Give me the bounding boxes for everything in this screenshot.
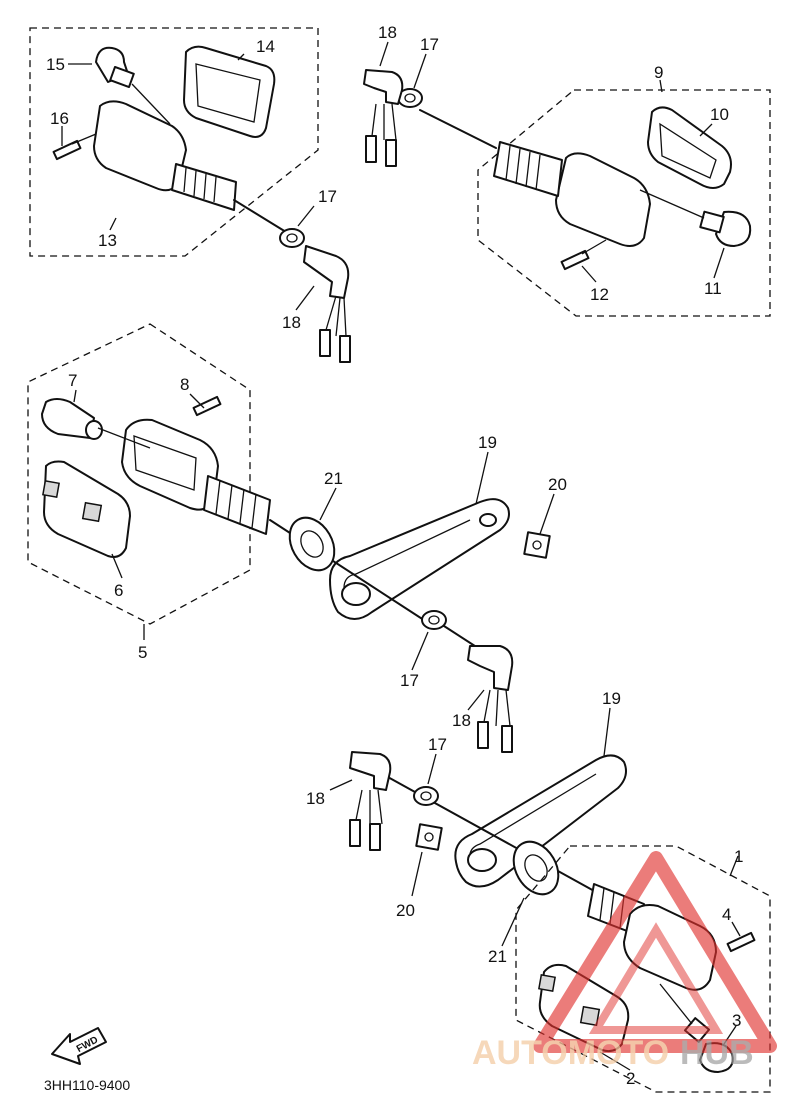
callout-18-c: 18	[452, 711, 471, 730]
bulb-11	[699, 210, 752, 247]
callout-17-c: 17	[400, 671, 419, 690]
callout-10: 10	[710, 105, 729, 124]
damper-21-b	[512, 840, 560, 896]
callout-5: 5	[138, 643, 147, 662]
assembly-13-rear-left-flasher	[29, 27, 319, 257]
callout-21-b: 21	[488, 947, 507, 966]
callout-18-b: 18	[378, 23, 397, 42]
callout-8: 8	[180, 375, 189, 394]
callout-19-a: 19	[478, 433, 497, 452]
callout-17-b: 17	[420, 35, 439, 54]
callout-14: 14	[256, 37, 275, 56]
callout-labels: 14 15 16 13 17 18 18 17 9 10 11 12 7 8 6…	[46, 23, 743, 1088]
assembly-5-front-left-flasher	[27, 323, 271, 625]
connector-18-c	[467, 645, 514, 753]
callout-12: 12	[590, 285, 609, 304]
screw-8	[192, 395, 222, 417]
diagram-code: 3HH110-9400	[44, 1077, 130, 1093]
screw-4	[726, 931, 756, 953]
callout-17-d: 17	[428, 735, 447, 754]
bulb-15	[95, 46, 135, 88]
callout-21-a: 21	[324, 469, 343, 488]
callout-17-a: 17	[318, 187, 337, 206]
bulb-7	[41, 398, 103, 440]
watermark-suffix: HUB	[680, 1034, 754, 1072]
callout-2: 2	[626, 1069, 635, 1088]
damper-21-a	[288, 516, 336, 572]
callout-18-a: 18	[282, 313, 301, 332]
callout-18-d: 18	[306, 789, 325, 808]
callout-15: 15	[46, 55, 65, 74]
callout-13: 13	[98, 231, 117, 250]
housing-13	[93, 100, 287, 233]
connector-18-a	[303, 245, 351, 363]
callout-4: 4	[722, 905, 731, 924]
watermark-brand: AUTOMOTO	[472, 1034, 669, 1072]
callout-11: 11	[704, 279, 722, 298]
connector-18-b	[363, 69, 404, 167]
connector-18-d	[349, 751, 392, 851]
grommet-17-d	[413, 786, 439, 806]
lens-6	[42, 460, 131, 558]
lens-10	[647, 106, 732, 189]
watermark-logo: AUTOMOTO HUB	[472, 851, 777, 1072]
nut-20-b	[415, 823, 443, 851]
fwd-arrow-icon: FWD	[51, 1027, 107, 1065]
grommet-17-a	[279, 228, 305, 248]
grommet-17-c	[421, 610, 447, 630]
callout-3: 3	[732, 1011, 741, 1030]
bracket-19-a	[329, 498, 510, 620]
screw-12	[560, 239, 607, 271]
callout-20-a: 20	[548, 475, 567, 494]
nut-20-a	[523, 531, 551, 559]
callout-16: 16	[50, 109, 69, 128]
housing-5	[121, 418, 271, 535]
assembly-9-rear-right-flasher	[477, 89, 771, 317]
callout-19-b: 19	[602, 689, 621, 708]
housing-9	[493, 141, 651, 247]
callout-20-b: 20	[396, 901, 415, 920]
screw-16	[52, 133, 97, 161]
callout-1: 1	[734, 847, 743, 866]
lens-14	[183, 45, 276, 138]
callout-6: 6	[114, 581, 123, 600]
callout-9: 9	[654, 63, 663, 82]
leader-lines	[61, 41, 741, 1071]
bracket-19-b	[454, 754, 627, 888]
callout-7: 7	[68, 371, 77, 390]
